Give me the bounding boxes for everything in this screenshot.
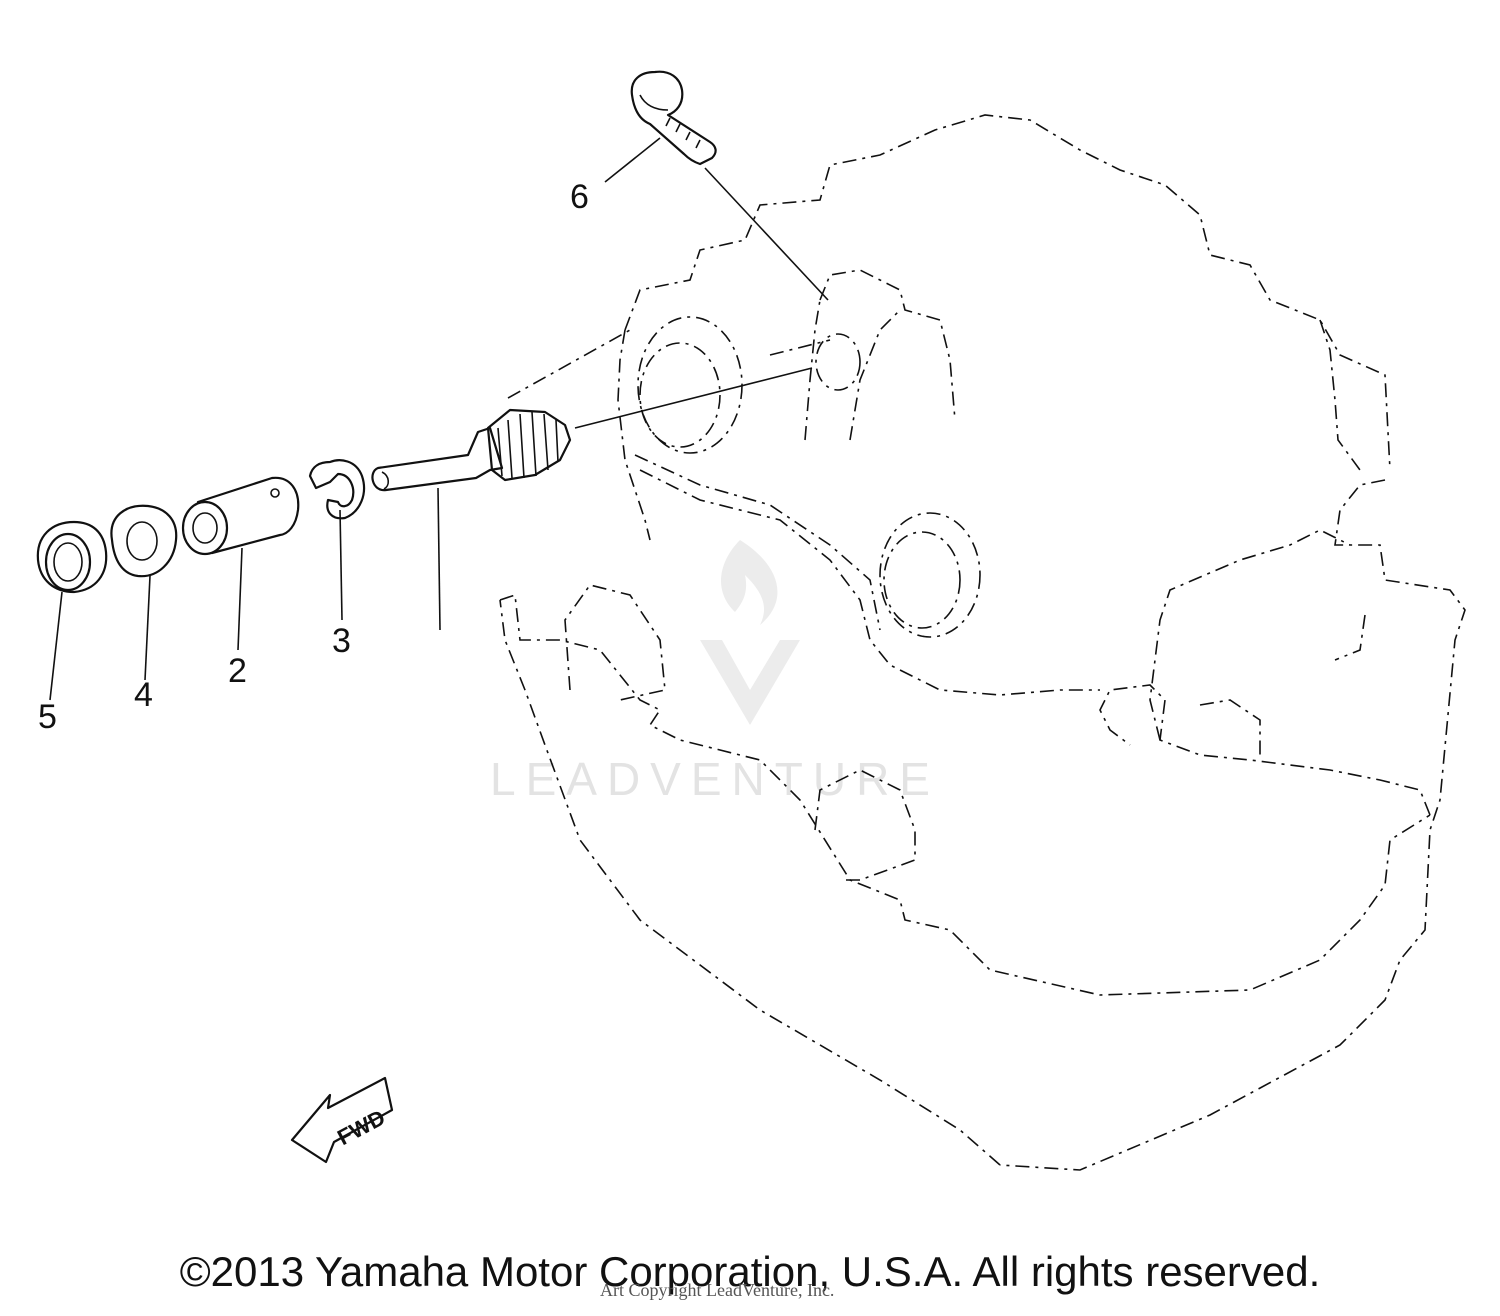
callout-5: 5 bbox=[38, 698, 57, 736]
leadventure-watermark: LEADVENTURE bbox=[490, 540, 930, 805]
guide-lines bbox=[437, 167, 829, 631]
gear-shaft-part bbox=[371, 408, 572, 492]
callout-4: 4 bbox=[134, 676, 153, 714]
callouts: 6 3 2 4 5 bbox=[38, 178, 589, 736]
leader-lines bbox=[49, 137, 661, 701]
bolt-part-6 bbox=[630, 70, 717, 166]
forward-arrow: FWD bbox=[290, 1076, 394, 1164]
fwd-label: FWD bbox=[333, 1105, 389, 1151]
copyright-footer: ©2013 Yamaha Motor Corporation, U.S.A. A… bbox=[179, 1248, 1321, 1295]
watermark-credit: Art Copyright LeadVenture, Inc. bbox=[600, 1280, 835, 1300]
washer-part-4 bbox=[110, 504, 178, 578]
callout-2: 2 bbox=[228, 652, 247, 690]
callout-3: 3 bbox=[332, 622, 351, 660]
seal-part-5 bbox=[36, 520, 108, 594]
callout-6: 6 bbox=[570, 178, 589, 216]
crankcase-outline bbox=[499, 114, 1466, 1171]
bushing-part-2 bbox=[181, 476, 300, 556]
clip-part-3 bbox=[308, 459, 366, 520]
